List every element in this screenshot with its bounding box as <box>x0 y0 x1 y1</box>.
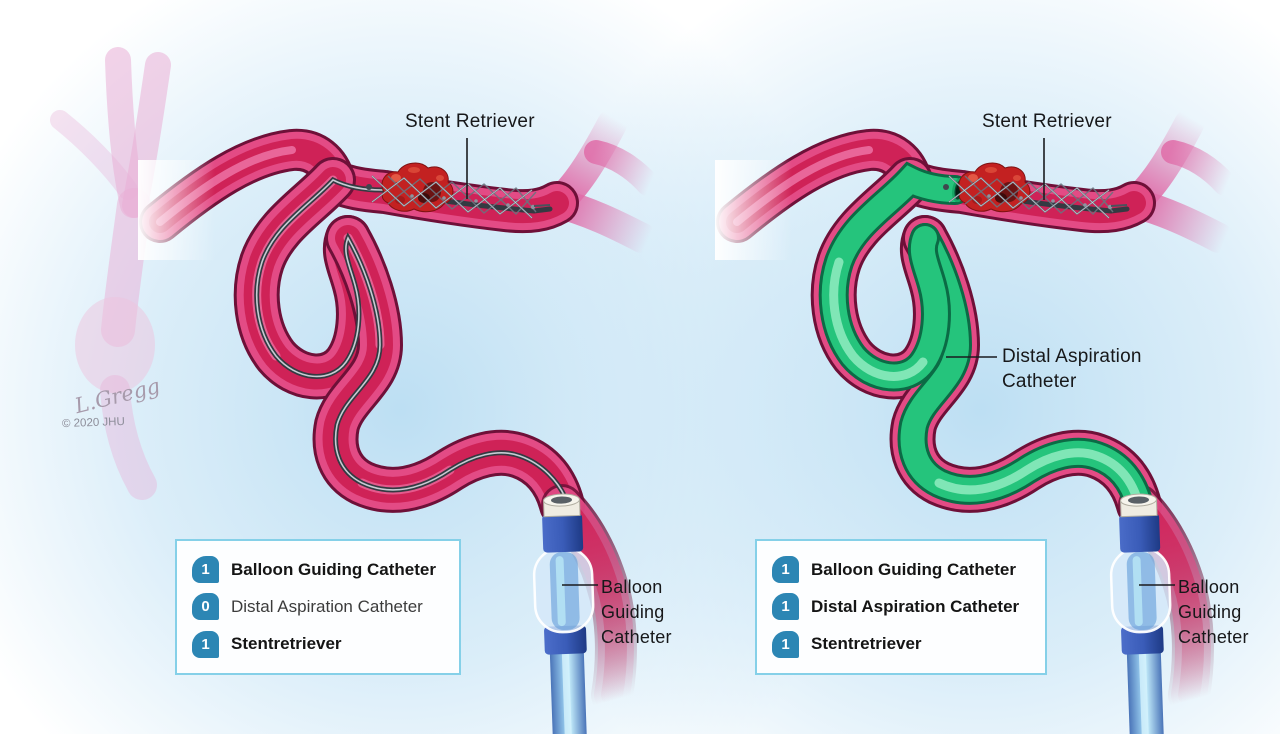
legend-row: 1 Balloon Guiding Catheter <box>192 556 451 584</box>
balloon-guiding-label-left: Balloon Guiding Catheter <box>601 577 672 647</box>
count-badge: 1 <box>192 630 219 658</box>
legend-label: Stentretriever <box>811 634 922 654</box>
distal-aspiration-catheter <box>818 161 1154 520</box>
balloon-guiding-label-right: Balloon Guiding Catheter <box>1178 577 1249 647</box>
legend-label: Stentretriever <box>231 634 342 654</box>
legend-label: Balloon Guiding Catheter <box>231 559 436 579</box>
count-badge: 1 <box>192 556 219 584</box>
count-badge: 1 <box>772 556 799 584</box>
legend-row: 1 Stentretriever <box>772 630 1037 658</box>
legend-label: Distal Aspiration Catheter <box>811 596 1020 616</box>
panel-right-art <box>715 124 1225 734</box>
device-count-legend-right: 1 Balloon Guiding Catheter 1 Distal Aspi… <box>755 539 1047 675</box>
stent-retriever-label-right: Stent Retriever <box>982 111 1112 132</box>
legend-row: 0 Distal Aspiration Catheter <box>192 593 451 621</box>
legend-row: 1 Stentretriever <box>192 630 451 658</box>
distal-aspiration-label: Distal Aspiration Catheter <box>1002 346 1142 392</box>
faint-background-vessels <box>50 47 171 500</box>
legend-label: Distal Aspiration Catheter <box>231 596 423 616</box>
copyright-text: © 2020 JHU <box>61 415 126 431</box>
legend-label: Balloon Guiding Catheter <box>811 559 1016 579</box>
legend-row: 1 Balloon Guiding Catheter <box>772 556 1037 584</box>
count-badge: 1 <box>772 593 799 621</box>
stent-retriever-label-left: Stent Retriever <box>405 111 535 132</box>
leader-lines <box>466 138 1175 586</box>
device-count-legend-left: 1 Balloon Guiding Catheter 0 Distal Aspi… <box>175 539 461 675</box>
count-badge: 0 <box>192 593 219 621</box>
legend-row: 1 Distal Aspiration Catheter <box>772 593 1037 621</box>
count-badge: 1 <box>772 630 799 658</box>
